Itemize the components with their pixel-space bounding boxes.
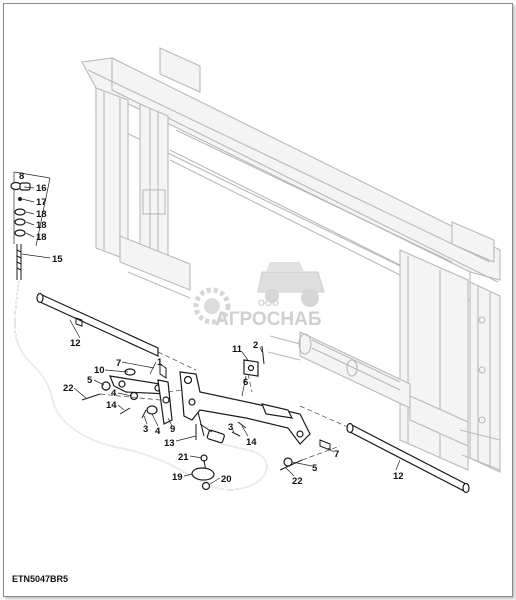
callout-14: 14 xyxy=(106,400,117,411)
washer-part-4b xyxy=(146,405,158,415)
callout-22: 22 xyxy=(63,383,74,394)
callout-15: 15 xyxy=(52,254,63,265)
callout-12: 12 xyxy=(70,338,81,349)
callout-14: 14 xyxy=(246,437,257,448)
callout-5: 5 xyxy=(87,375,93,386)
washer-part-18c xyxy=(14,229,26,237)
watermark-logo: ООО АГРОСНАБ xyxy=(193,262,325,330)
watermark-prefix: ООО xyxy=(258,298,279,308)
pin-part-7b xyxy=(319,439,331,451)
bracket-part-11 xyxy=(243,345,265,393)
bolt-part-22b xyxy=(279,459,303,471)
callout-21: 21 xyxy=(178,452,189,463)
callout-7: 7 xyxy=(334,449,339,460)
callout-13: 13 xyxy=(164,438,175,449)
callout-18: 18 xyxy=(36,232,47,243)
callout-3: 3 xyxy=(143,424,148,435)
lower-hardware xyxy=(191,421,341,491)
callout-4: 4 xyxy=(155,426,161,437)
callout-19: 19 xyxy=(172,472,183,483)
callout-18: 18 xyxy=(36,220,47,231)
ghost-frame-assembly xyxy=(81,47,501,473)
cable-assembly xyxy=(10,171,268,491)
callout-22: 22 xyxy=(292,476,303,487)
callout-4: 4 xyxy=(111,388,117,399)
clamp-part-19 xyxy=(191,467,215,481)
callout-5: 5 xyxy=(312,463,318,474)
callout-20: 20 xyxy=(221,474,232,485)
fitting-part-16 xyxy=(19,182,31,191)
rod-part-12-right xyxy=(299,405,470,494)
nut-part-3a xyxy=(141,409,147,419)
callout-11: 11 xyxy=(232,344,243,355)
callout-labels: 8 16 17 18 18 18 15 12 7 1 10 5 4 22 14 … xyxy=(19,171,404,487)
washer-part-5a xyxy=(101,381,111,391)
cable-fitting-part-13 xyxy=(206,429,225,444)
figure-code: ETN5047BR5 xyxy=(12,574,69,584)
callout-16: 16 xyxy=(36,183,47,194)
callout-12: 12 xyxy=(393,471,404,482)
callout-17: 17 xyxy=(36,197,47,208)
clip-part-17 xyxy=(18,197,22,201)
lever-part-6 xyxy=(179,371,311,445)
callout-8: 8 xyxy=(19,171,24,182)
callout-10: 10 xyxy=(94,365,105,376)
callout-9: 9 xyxy=(170,424,175,435)
washer-part-18a xyxy=(14,208,26,216)
callout-3: 3 xyxy=(228,422,233,433)
rod-part-12-left xyxy=(36,292,197,371)
callout-1: 1 xyxy=(157,357,163,368)
watermark-company-name: АГРОСНАБ xyxy=(215,309,322,330)
leader-lines xyxy=(21,186,401,485)
bolt-part-22a xyxy=(81,393,101,401)
callout-6: 6 xyxy=(243,377,248,388)
bolt-part-14b xyxy=(237,421,247,429)
callout-7: 7 xyxy=(116,358,121,369)
nut-part-20 xyxy=(201,481,211,491)
callout-18: 18 xyxy=(36,209,47,220)
callout-2: 2 xyxy=(253,340,258,351)
nut-part-3b xyxy=(231,431,241,437)
bolt-part-14a xyxy=(119,407,131,415)
washer-part-18b xyxy=(14,218,26,226)
pin-part-7a xyxy=(159,363,167,379)
bolt-part-2 xyxy=(261,345,265,365)
